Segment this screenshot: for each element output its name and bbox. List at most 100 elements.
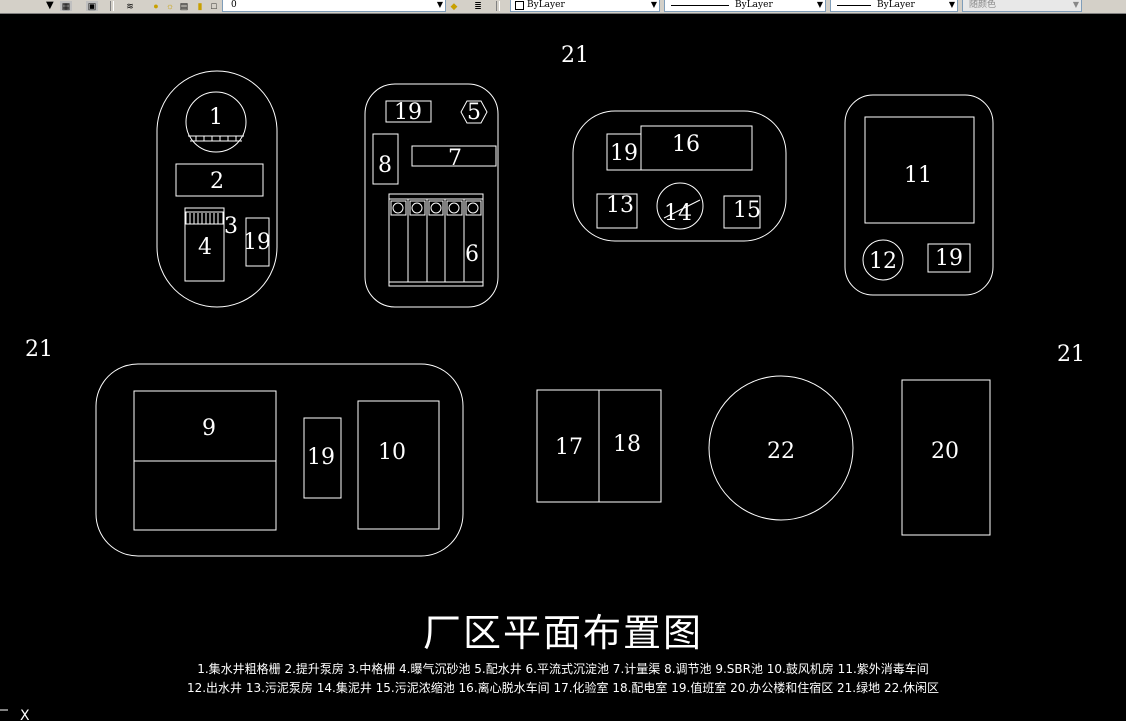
linetype-preview-icon bbox=[671, 5, 729, 6]
drawing-title: 厂区平面布置图 bbox=[422, 611, 703, 655]
outlet-well-circle bbox=[862, 239, 904, 281]
chevron-down-icon[interactable]: ▼ bbox=[1072, 0, 1079, 9]
metering-channel-rect bbox=[411, 145, 497, 167]
label-20: 20 bbox=[931, 439, 959, 464]
inlet-box bbox=[390, 200, 407, 216]
label-9: 9 bbox=[202, 416, 216, 441]
layer-freeze-sun-icon[interactable]: ☼ bbox=[165, 1, 175, 11]
label-19: 19 bbox=[935, 246, 963, 271]
plotstyle-combo-value: 随颜色 bbox=[969, 0, 997, 10]
uv-disinfection-rect bbox=[864, 116, 975, 224]
label-19: 19 bbox=[307, 445, 335, 470]
layer-previous-icon[interactable]: ▣ bbox=[86, 1, 98, 11]
color-combo-value: ByLayer bbox=[527, 0, 565, 10]
label-8: 8 bbox=[378, 153, 392, 178]
inlet-box bbox=[428, 200, 444, 216]
label-12: 12 bbox=[869, 249, 897, 274]
leisure-area-circle bbox=[708, 375, 854, 521]
label-19: 19 bbox=[394, 100, 422, 125]
inlet-circle bbox=[392, 202, 404, 214]
layer-viewport-icon[interactable]: ▤ bbox=[179, 1, 189, 11]
ucs-axis-icon: X bbox=[0, 708, 30, 721]
sludge-thickener-rect bbox=[723, 195, 761, 229]
layer-color-swatch-icon[interactable]: □ bbox=[211, 1, 217, 11]
duty-room-rect bbox=[927, 243, 971, 273]
toolbar-separator bbox=[496, 1, 500, 11]
layer-manager-icon[interactable]: ≋ bbox=[126, 1, 134, 11]
inlet-box bbox=[465, 200, 482, 216]
fine-screen-rect bbox=[185, 211, 224, 225]
layer-lock-icon[interactable]: ▮ bbox=[197, 1, 203, 11]
inlet-circle bbox=[430, 202, 442, 214]
ucs-x-label: X bbox=[20, 708, 30, 721]
distribution-well-hexagon bbox=[460, 100, 488, 124]
unit-a-boundary bbox=[156, 70, 278, 308]
label-10: 10 bbox=[378, 440, 406, 465]
label-11: 11 bbox=[904, 163, 932, 188]
label-21-green-space: 21 bbox=[1057, 342, 1085, 367]
sludge-well-line bbox=[663, 199, 701, 219]
label-15: 15 bbox=[733, 198, 761, 223]
chevron-down-icon[interactable]: ▼ bbox=[948, 0, 955, 9]
layer-combo[interactable]: 0 ▼ bbox=[222, 0, 446, 12]
sedimentation-tank-rect bbox=[388, 193, 484, 287]
label-19: 19 bbox=[243, 230, 271, 255]
chevron-down-icon[interactable]: ▼ bbox=[436, 0, 443, 9]
label-16: 16 bbox=[672, 132, 700, 157]
label-1: 1 bbox=[209, 105, 223, 130]
centrifuge-dewatering-rect bbox=[640, 125, 753, 171]
coarse-screen-well-circle bbox=[185, 91, 247, 153]
layer-states-icon[interactable]: ▦ bbox=[60, 1, 72, 11]
label-5: 5 bbox=[467, 100, 481, 125]
label-13: 13 bbox=[606, 193, 634, 218]
legend-line-2: 12.出水井 13.污泥泵房 14.集泥井 15.污泥浓缩池 16.离心脱水车间… bbox=[186, 681, 940, 695]
label-3: 3 bbox=[224, 214, 238, 239]
unit-c-boundary bbox=[572, 110, 787, 242]
linetype-combo[interactable]: ByLayer ▼ bbox=[664, 0, 826, 12]
chevron-down-icon[interactable]: ▼ bbox=[650, 0, 657, 9]
make-current-layer-icon[interactable]: ◆ bbox=[450, 1, 458, 11]
label-7: 7 bbox=[448, 146, 462, 171]
dropdown-arrow-icon[interactable]: ▼ bbox=[46, 0, 54, 11]
inlet-box bbox=[409, 200, 426, 216]
chevron-down-icon[interactable]: ▼ bbox=[816, 0, 823, 9]
label-22: 22 bbox=[767, 439, 795, 464]
properties-toolbar: ▼ ▦ ▣ ≋ ● ☼ ▤ ▮ □ 0 ▼ ◆ ≣ ByLayer ▼ ByLa… bbox=[0, 0, 1126, 14]
label-2: 2 bbox=[210, 169, 224, 194]
blower-room-rect bbox=[357, 400, 440, 530]
color-combo[interactable]: ByLayer ▼ bbox=[510, 0, 660, 12]
label-14: 14 bbox=[664, 201, 692, 226]
label-17: 17 bbox=[555, 435, 583, 460]
duty-room-rect bbox=[385, 100, 432, 123]
label-21-green-space: 21 bbox=[561, 43, 589, 68]
inlet-circle bbox=[448, 202, 460, 214]
equalization-tank-rect bbox=[372, 133, 399, 185]
layer-previous-stack-icon[interactable]: ≣ bbox=[474, 1, 482, 11]
inlet-box bbox=[446, 200, 463, 216]
plotstyle-combo[interactable]: 随颜色 ▼ bbox=[962, 0, 1082, 12]
aerated-grit-chamber-rect bbox=[184, 207, 225, 282]
sludge-pump-house-rect bbox=[596, 193, 638, 229]
label-18: 18 bbox=[613, 432, 641, 457]
inlet-circle bbox=[411, 202, 423, 214]
layer-on-bulb-icon[interactable]: ● bbox=[153, 1, 159, 11]
label-4: 4 bbox=[198, 235, 212, 260]
label-6: 6 bbox=[465, 242, 479, 267]
duty-room-rect bbox=[303, 417, 342, 499]
duty-room-rect bbox=[245, 217, 270, 267]
unit-b-boundary bbox=[364, 83, 499, 308]
lineweight-combo[interactable]: ByLayer ▼ bbox=[830, 0, 958, 12]
layer-combo-value: 0 bbox=[231, 0, 237, 10]
sludge-well-circle bbox=[656, 182, 704, 230]
legend-line-1: 1.集水井粗格栅 2.提升泵房 3.中格栅 4.曝气沉砂池 5.配水井 6.平流… bbox=[197, 662, 929, 676]
office-building-rect bbox=[901, 379, 991, 536]
unit-e-boundary bbox=[95, 363, 464, 557]
inlet-circle bbox=[467, 202, 479, 214]
color-swatch-icon bbox=[515, 1, 524, 10]
label-21-green-space: 21 bbox=[25, 337, 53, 362]
lineweight-combo-value: ByLayer bbox=[877, 0, 915, 10]
unit-d-boundary bbox=[844, 94, 994, 296]
toolbar-separator bbox=[110, 1, 114, 11]
label-19: 19 bbox=[610, 141, 638, 166]
